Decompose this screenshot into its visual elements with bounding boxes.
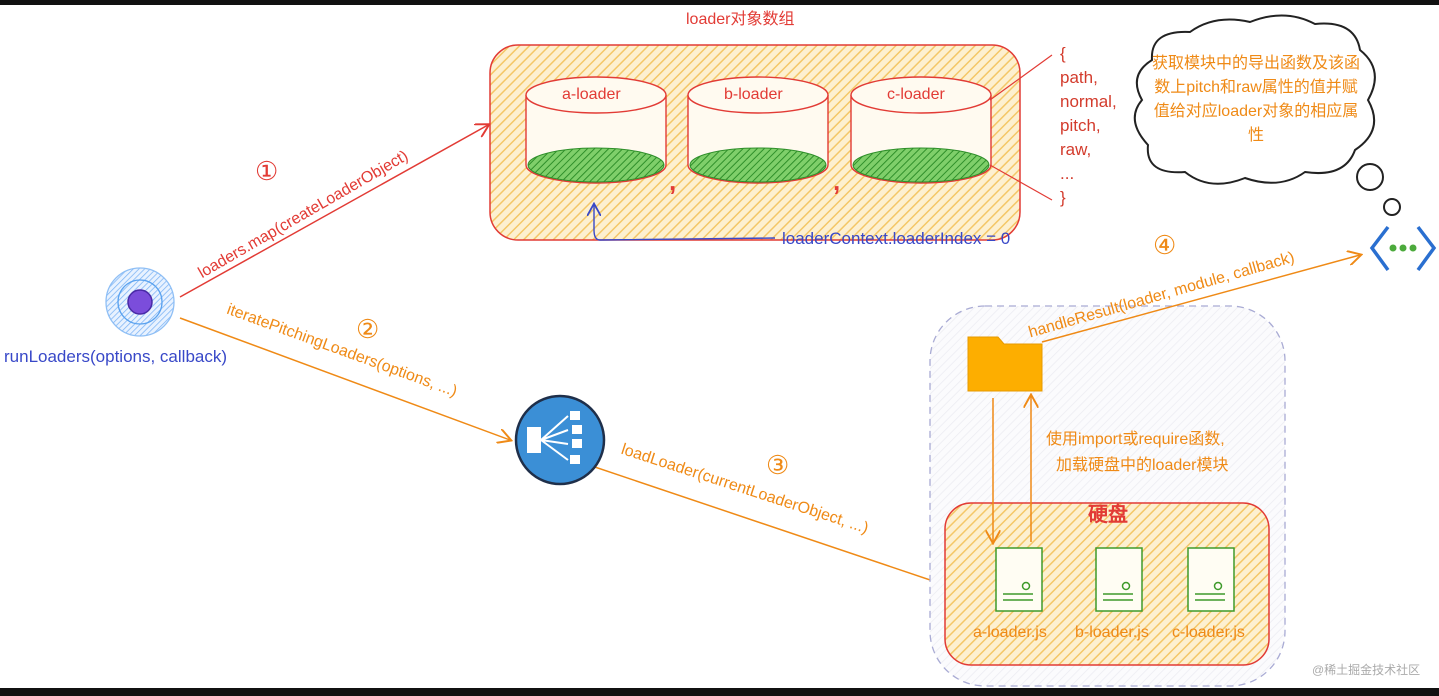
require-note-line1: 使用import或require函数, (1046, 431, 1225, 448)
folder-icon (967, 336, 1043, 392)
file-icon-c-loader (1187, 547, 1235, 612)
step2-number: ② (356, 314, 380, 344)
file-label-a-loader: a-loader.js (973, 624, 1047, 641)
run-loaders-label: runLoaders(options, callback) (4, 347, 228, 366)
file-label-b-loader: b-loader.js (1075, 624, 1149, 641)
b-loader-label: b-loader (724, 86, 783, 103)
step4-arrow (1041, 255, 1360, 343)
prop-ellipsis: ... (1060, 164, 1075, 183)
run-loaders-node (105, 267, 175, 337)
loader-index-arrow (594, 205, 776, 241)
loader-index-label: loaderContext.loaderIndex = 0 (782, 229, 1011, 248)
prop-open-brace: { (1060, 44, 1066, 63)
step1-arrow (179, 125, 488, 298)
step3-number: ③ (766, 450, 790, 480)
prop-normal: normal, (1060, 92, 1117, 111)
bottom-border (0, 688, 1439, 696)
file-icon-a-loader (995, 547, 1043, 612)
prop-raw: raw, (1060, 140, 1092, 159)
separator-comma-1: , (669, 166, 677, 196)
separator-comma-2: , (833, 166, 841, 196)
robot-icon (1369, 225, 1437, 272)
prop-pitch: pitch, (1060, 116, 1101, 135)
disk-title: 硬盘 (1088, 504, 1128, 526)
file-icon-b-loader (1095, 547, 1143, 612)
step3-arrow (579, 461, 945, 585)
cylinder-b-loader (687, 76, 829, 184)
step2-arrow (179, 317, 510, 440)
watermark: @稀土掘金技术社区 (1312, 663, 1421, 677)
iterate-node-icon (514, 394, 606, 486)
loader-array-title: loader对象数组 (686, 11, 795, 28)
prop-path: path, (1060, 68, 1098, 87)
thought-cloud (1133, 14, 1401, 216)
cylinder-a-loader (525, 76, 667, 184)
step4-number: ④ (1153, 230, 1177, 260)
top-border (0, 0, 1439, 5)
require-note-line2: 加载硬盘中的loader模块 (1056, 457, 1229, 474)
props-callout-lines (989, 54, 1053, 201)
cloud-text: 获取模块中的导出函数及该函数上pitch和raw属性的值并赋值给对应loader… (1151, 55, 1360, 144)
c-loader-label: c-loader (887, 86, 945, 103)
diagram-canvas (105, 14, 1437, 687)
step1-number: ① (255, 156, 279, 186)
a-loader-label: a-loader (562, 86, 621, 103)
prop-close-brace: } (1060, 188, 1066, 207)
file-label-c-loader: c-loader.js (1172, 624, 1245, 641)
cylinder-c-loader (850, 76, 992, 184)
object-props: { path, normal, pitch, raw, ... } (1060, 42, 1117, 210)
